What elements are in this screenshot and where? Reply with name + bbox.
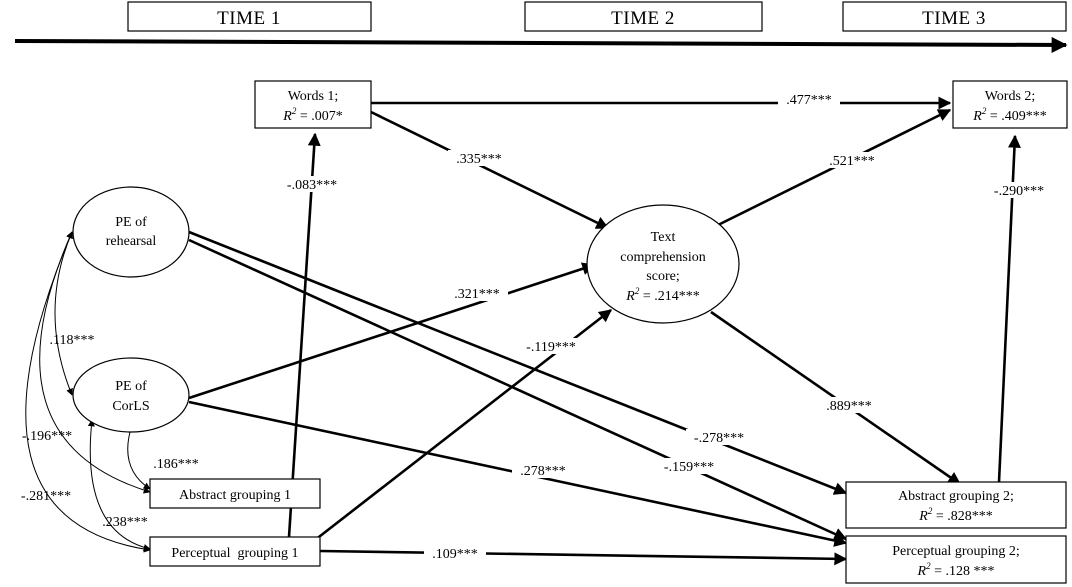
coef-cov-corls-perceptual1: .238***	[102, 515, 148, 530]
perceptual1-label: Perceptual grouping 1	[171, 546, 298, 561]
cov-corls-perceptual1	[87, 419, 151, 551]
pe-corls-line1: PE of	[115, 379, 147, 394]
perceptual2-box	[845, 535, 1067, 584]
timeline: TIME 1 TIME 2 TIME 3	[14, 1, 1068, 53]
path-rehearsal-perceptual2	[188, 238, 848, 541]
pe-corls-ellipse	[72, 357, 190, 433]
text-comprehension-line3: score;	[646, 269, 679, 284]
time1-label: TIME 1	[217, 8, 281, 29]
coef-text-abstract2: .889***	[826, 399, 872, 414]
coef-perceptual1-text: -.119***	[526, 340, 576, 355]
coef-perceptual1-perceptual2: .109***	[432, 547, 478, 562]
node-words2: Words 2; R2 = .409***	[952, 80, 1068, 129]
text-comprehension-r2: R2 = .214***	[625, 286, 699, 304]
coef-corls-text: .321***	[454, 287, 500, 302]
path-perceptual1-perceptual2	[319, 549, 848, 566]
coef-corls-perceptual2: .278***	[520, 464, 566, 479]
text-comprehension-line2: comprehension	[620, 250, 706, 265]
coef-words1-words2: .477***	[786, 93, 832, 108]
coef-cov-rehearsal-corls: .118***	[50, 333, 95, 348]
perceptual2-title: Perceptual grouping 2;	[892, 544, 1020, 559]
coef-text-words2: .521***	[829, 154, 875, 169]
abstract2-title: Abstract grouping 2;	[898, 489, 1014, 504]
node-words1: Words 1; R2 = .007*	[254, 80, 372, 129]
node-perceptual1: Perceptual grouping 1	[149, 536, 321, 567]
timeline-arrow	[14, 36, 1068, 53]
path-perceptual1-words1	[287, 132, 321, 538]
covariances	[25, 231, 151, 553]
cov-corls-abstract1	[126, 424, 151, 490]
node-abstract2: Abstract grouping 2; R2 = .828***	[845, 481, 1067, 529]
abstract1-box	[149, 478, 321, 509]
coef-words1-text: .335***	[456, 152, 502, 167]
perceptual1-box	[149, 536, 321, 567]
path-rehearsal-abstract2	[188, 230, 848, 495]
time1-box	[127, 1, 372, 32]
node-perceptual2: Perceptual grouping 2; R2 = .128 ***	[845, 535, 1067, 584]
time2-label: TIME 2	[611, 8, 675, 29]
pe-rehearsal-line2: rehearsal	[106, 234, 157, 249]
coef-cov-corls-abstract1: .186***	[153, 457, 199, 472]
pe-rehearsal-line1: PE of	[115, 215, 147, 230]
pe-corls-line2: CorLS	[112, 399, 149, 414]
node-text-comprehension: Text comprehension score; R2 = .214***	[586, 204, 740, 324]
coef-rehearsal-perceptual2: -.159***	[664, 460, 714, 475]
paths	[188, 96, 1021, 566]
coef-rehearsal-abstract2: -.278***	[694, 431, 744, 446]
words2-title: Words 2;	[985, 89, 1036, 104]
pe-rehearsal-ellipse	[72, 186, 190, 278]
coef-cov-rehearsal-perceptual1: -.281***	[21, 489, 71, 504]
abstract1-label: Abstract grouping 1	[179, 488, 291, 503]
path-words1-text	[370, 110, 610, 230]
time3-box	[842, 1, 1067, 32]
coefficient-labels: .477*** .335*** .521*** -.290*** -.083**…	[21, 92, 1052, 562]
node-pe-rehearsal: PE of rehearsal	[72, 186, 190, 278]
text-comprehension-line1: Text	[651, 230, 676, 245]
words1-title: Words 1;	[288, 89, 339, 104]
time2-box	[524, 1, 763, 32]
cov-rehearsal-corls	[54, 231, 73, 396]
time3-label: TIME 3	[922, 8, 986, 29]
abstract2-box	[845, 481, 1067, 529]
words1-box	[254, 80, 372, 129]
words2-box	[952, 80, 1068, 129]
text-comprehension-ellipse	[586, 204, 740, 324]
words2-r2: R2 = .409***	[972, 106, 1046, 124]
node-pe-corls: PE of CorLS	[72, 357, 190, 433]
words1-r2: R2 = .007*	[282, 106, 342, 124]
abstract2-r2: R2 = .828***	[918, 506, 992, 524]
coef-abstract2-words2: -.290***	[994, 184, 1044, 199]
node-abstract1: Abstract grouping 1	[149, 478, 321, 509]
perceptual2-r2: R2 = .128 ***	[917, 561, 995, 579]
coef-cov-rehearsal-abstract1: -.196***	[22, 429, 72, 444]
coef-perceptual1-words1: -.083***	[287, 178, 337, 193]
